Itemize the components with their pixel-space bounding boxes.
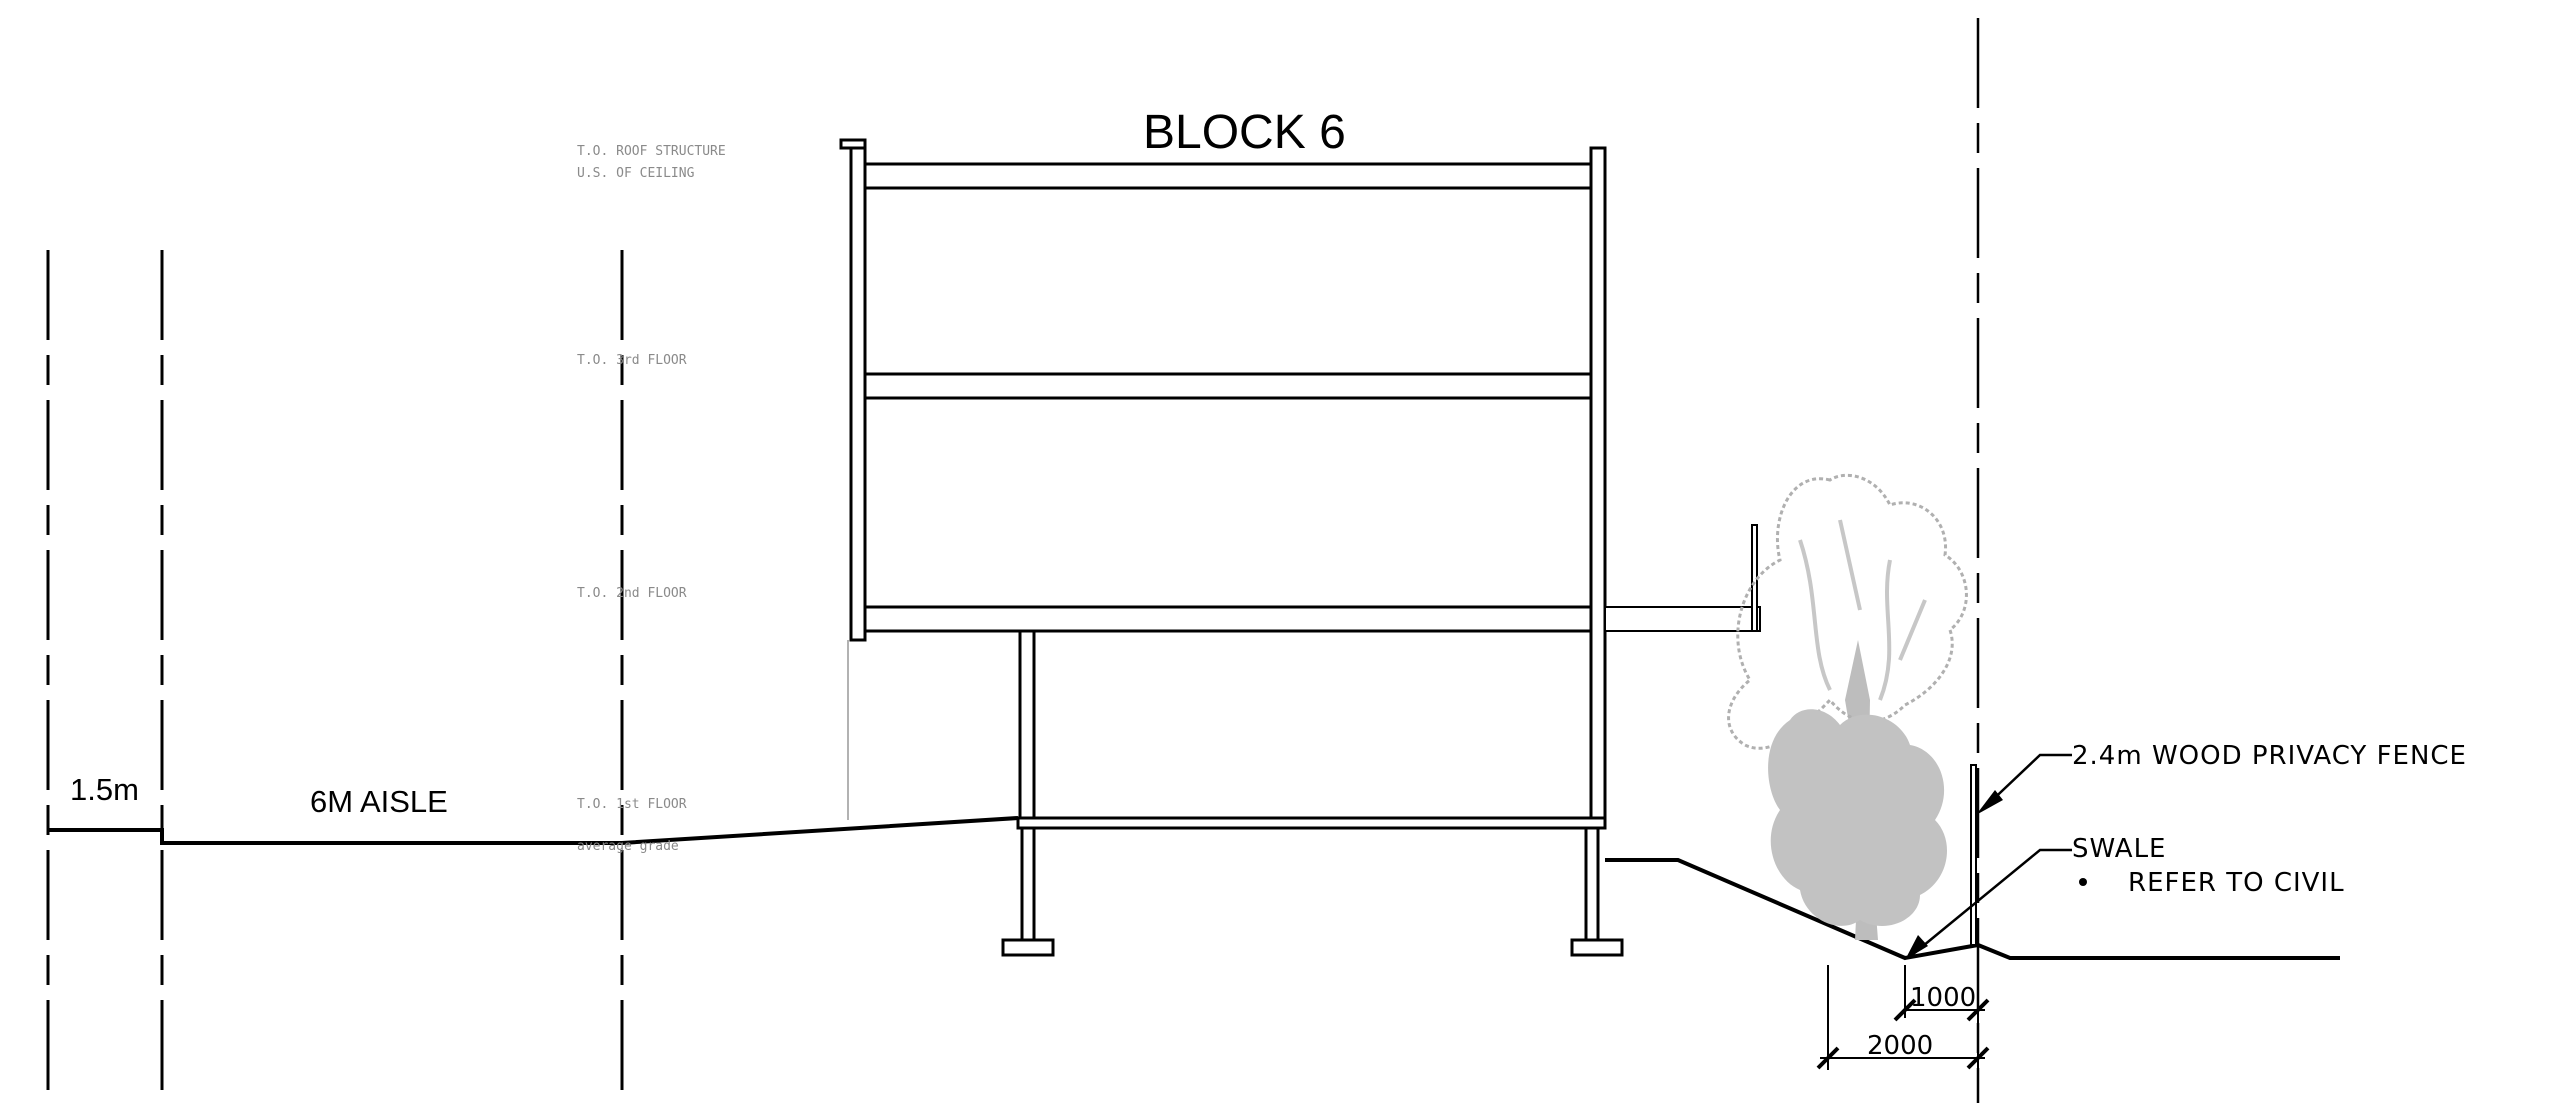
level-label-roof: T.O. ROOF STRUCTURE	[577, 144, 726, 159]
third-floor-slab	[863, 372, 1593, 400]
aisle-label: 6M AISLE	[310, 784, 448, 819]
roof-slab	[863, 162, 1593, 190]
west-wall	[849, 143, 867, 642]
fence-arrowhead	[1976, 790, 2003, 815]
grade-line-east	[1605, 858, 2340, 961]
level-label-second-floor: T.O. 2nd FLOOR	[577, 586, 687, 601]
level-label-third-floor: T.O. 3rd FLOOR	[577, 353, 687, 368]
swale-callout: SWALE	[2072, 834, 2167, 864]
drawing-title: BLOCK 6	[1143, 106, 1346, 159]
fence-leader	[1983, 753, 2072, 809]
east-footing	[1570, 938, 1624, 957]
block-6-structure	[839, 138, 1761, 957]
first-floor-slab	[1016, 816, 1607, 830]
balcony-slab	[1604, 606, 1761, 632]
second-floor-slab	[863, 605, 1593, 633]
setback-label: 1.5m	[70, 772, 139, 807]
swale-note-bullet	[2079, 878, 2087, 886]
dim-tick-b	[1966, 998, 1990, 1022]
interior-column	[1018, 629, 1036, 820]
grade-line-west	[48, 816, 1019, 845]
dim-tick-d	[1966, 1046, 1990, 1070]
east-pile	[1584, 826, 1600, 942]
dimension-lines	[1816, 965, 1990, 1070]
privacy-fence	[1970, 764, 1977, 946]
east-wall	[1589, 146, 1607, 822]
level-label-first-floor: T.O. 1st FLOOR	[577, 797, 687, 812]
level-label-ceiling: U.S. OF CEILING	[577, 166, 695, 181]
ground-profile	[48, 816, 2340, 961]
swale-note: REFER TO CIVIL	[2128, 868, 2345, 898]
west-pile	[1020, 826, 1036, 942]
tree-canopy-lower	[1768, 709, 1947, 926]
leader-lines	[1911, 753, 2072, 956]
west-footing	[1001, 938, 1055, 957]
dimension-2000: 2000	[1867, 1031, 1933, 1061]
dimension-1000: 1000	[1910, 983, 1976, 1013]
level-label-grade: average grade	[577, 839, 679, 854]
fence-callout: 2.4m WOOD PRIVACY FENCE	[2072, 741, 2467, 771]
wall-cap	[839, 138, 867, 150]
tree-illustration	[1727, 473, 1968, 940]
dim-tick-a	[1893, 998, 1917, 1022]
swale-leader	[1911, 848, 2072, 956]
tree-canopy-upper	[1727, 473, 1968, 750]
dim-tick-c	[1816, 1046, 1840, 1070]
swale-arrowhead	[1905, 935, 1928, 960]
dashed-reference-lines	[46, 18, 1980, 1103]
tree-canopy-shade	[1798, 519, 1927, 701]
